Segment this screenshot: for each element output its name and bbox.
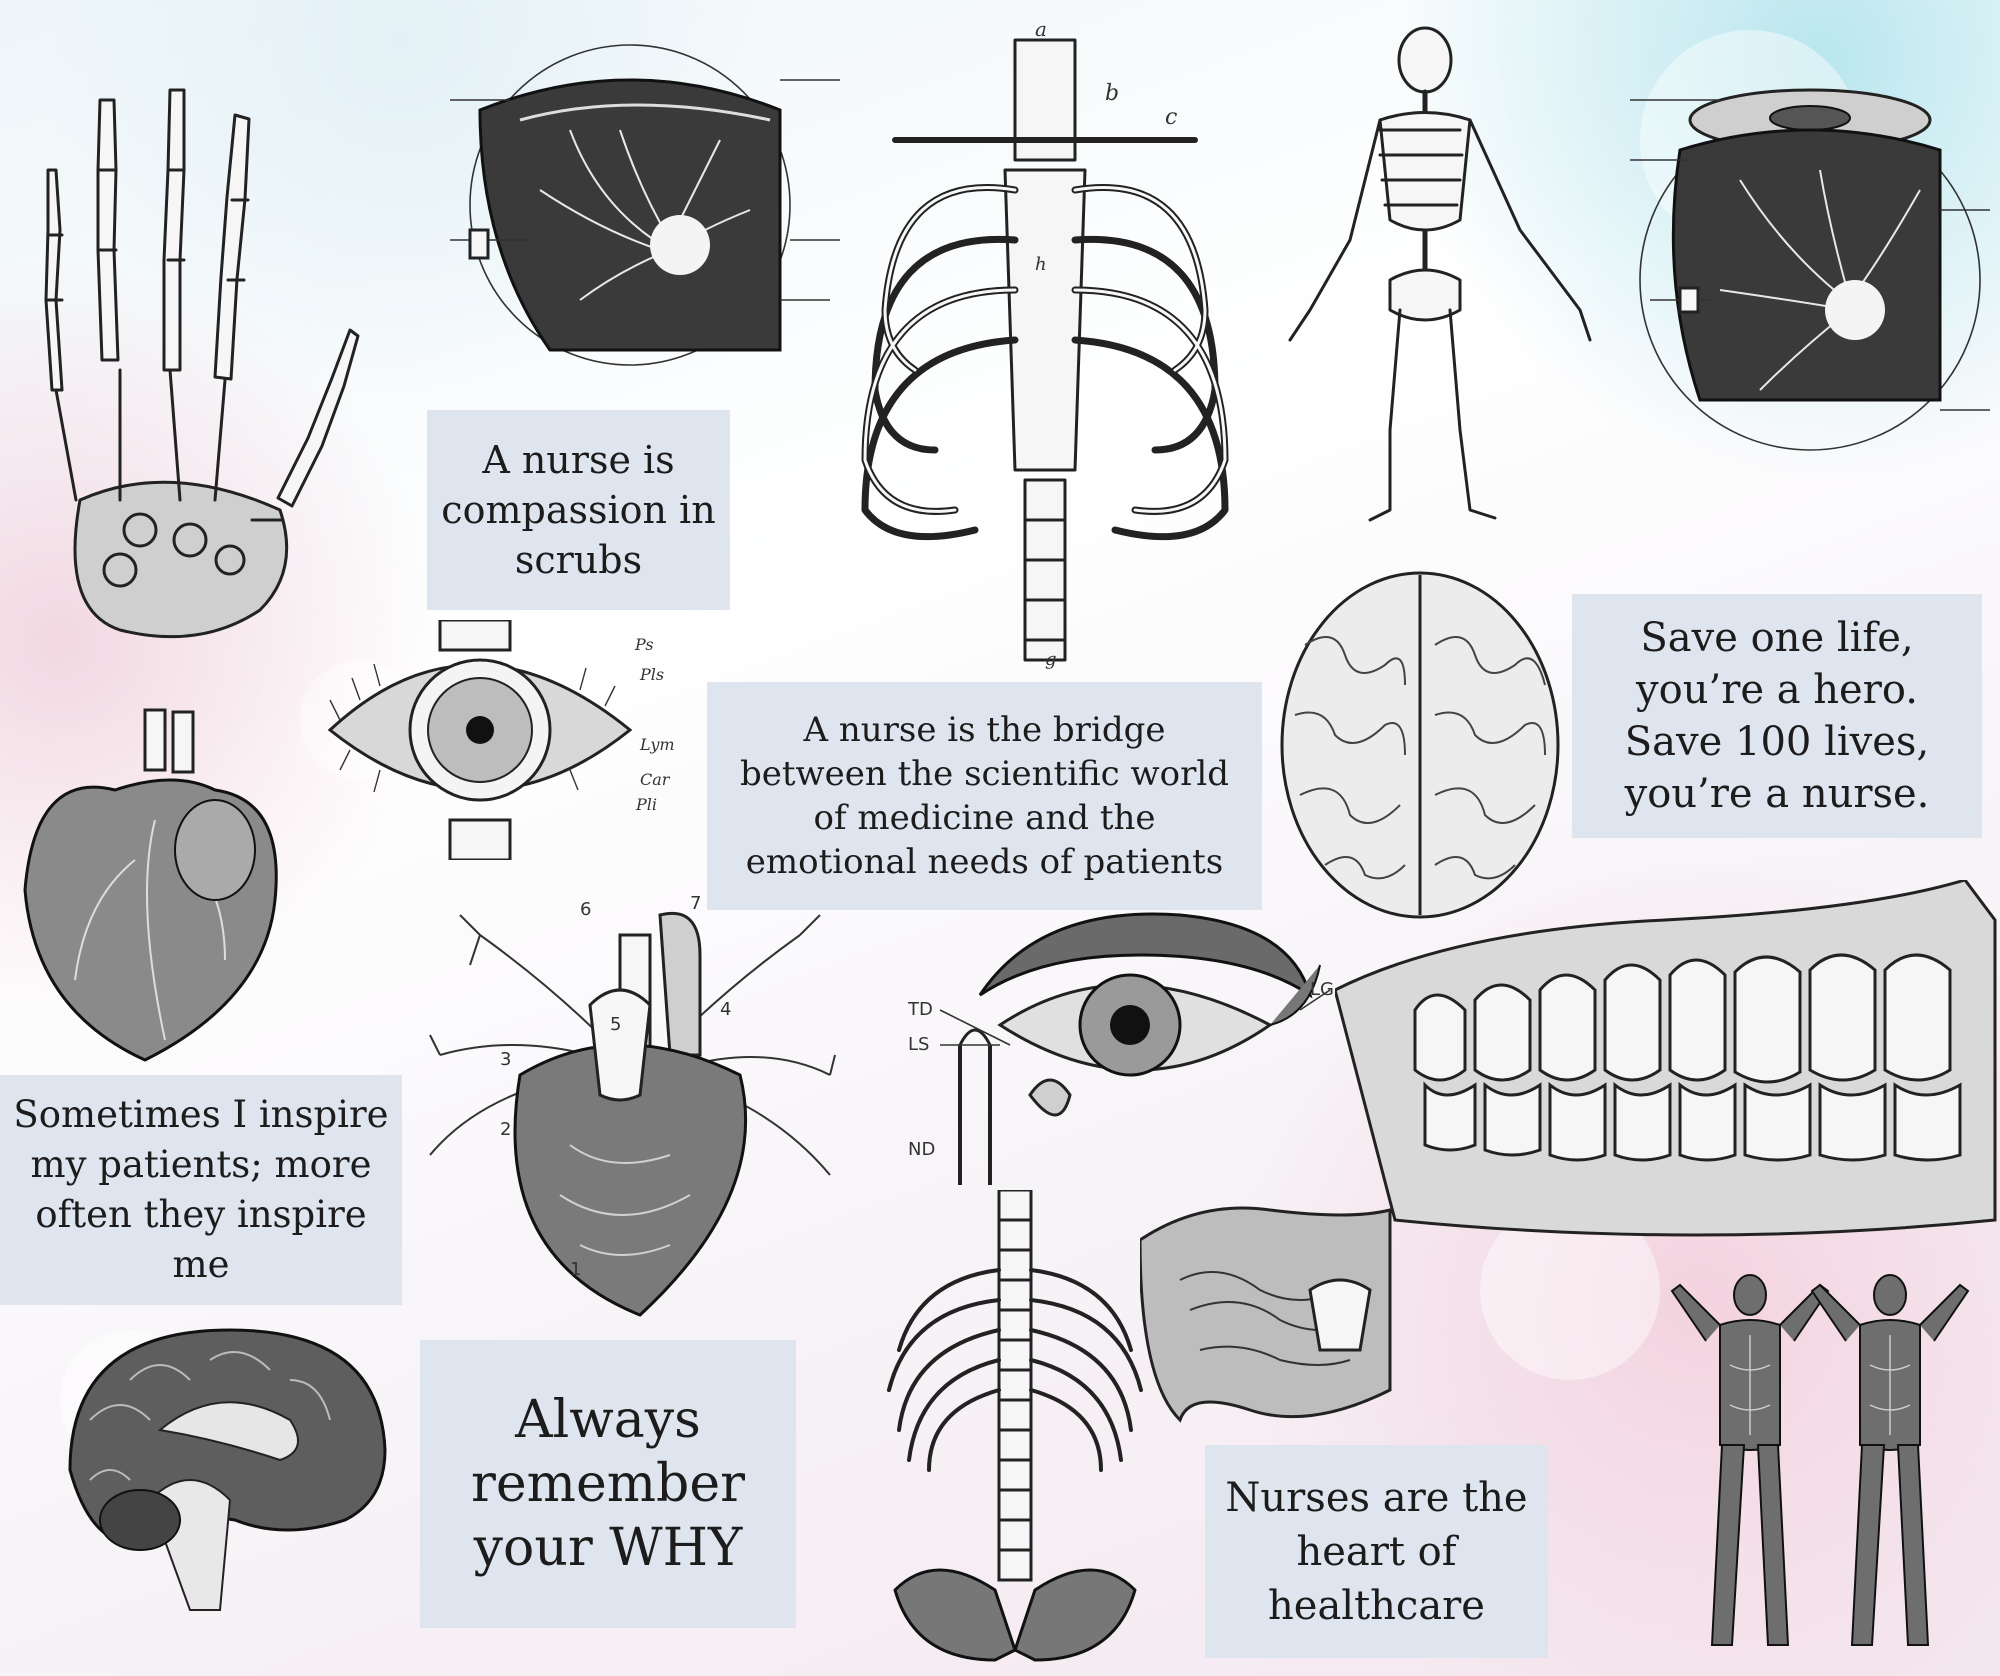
lacrimal-label-lg: LG xyxy=(1310,979,1334,1000)
lacrimal-label-ls: LS xyxy=(908,1034,929,1055)
eye-label-car: Car xyxy=(640,770,671,789)
lacrimal-eye-illustration: TD LS ND LG xyxy=(900,905,1350,1185)
lacrimal-eye-icon: TD LS ND LG xyxy=(907,912,1334,1185)
vascular-label-4: 4 xyxy=(720,999,731,1020)
nasal-cavity-icon xyxy=(1140,1206,1392,1423)
vascular-heart-illustration: 6 7 5 4 3 2 1 xyxy=(420,895,840,1335)
vascular-label-1: 1 xyxy=(570,1259,581,1280)
quote-nurses-heart-of-healthcare: Nurses are the heart of healthcare xyxy=(1205,1445,1548,1658)
eye-icon: Ps Pls Lym Car Pli xyxy=(327,620,675,860)
ribcage-label-a: a xyxy=(1035,20,1047,41)
brain-sagittal-icon xyxy=(68,1328,387,1611)
vascular-label-5: 5 xyxy=(610,1014,621,1035)
hand-skeleton-icon xyxy=(44,88,360,639)
vascular-label-3: 3 xyxy=(500,1049,511,1070)
eyeball-section-icon xyxy=(1630,88,1990,451)
ribcage-icon: a b c h g xyxy=(861,20,1229,670)
spine-pelvis-illustration xyxy=(875,1190,1155,1670)
ribcage-label-c: c xyxy=(1165,105,1177,130)
eyeball-cross-section xyxy=(420,40,850,370)
quote-always-remember-your-why: Always remember your WHY xyxy=(420,1340,796,1628)
anatomical-heart-illustration xyxy=(15,700,290,1070)
eye-label-lym: Lym xyxy=(639,735,675,754)
vascular-label-2: 2 xyxy=(500,1119,511,1140)
muscle-figures-icon xyxy=(1670,1274,1970,1646)
muscle-figures-illustration xyxy=(1660,1265,1980,1665)
eye-front-illustration: Ps Pls Lym Car Pli xyxy=(320,620,700,860)
quote-sometimes-i-inspire: Sometimes I inspire my patients; more of… xyxy=(0,1075,402,1305)
teeth-illustration xyxy=(1335,880,2000,1240)
brain-top-illustration xyxy=(1275,565,1565,925)
skeleton-icon xyxy=(1288,26,1592,522)
quote-save-one-life: Save one life, you’re a hero. Save 100 l… xyxy=(1572,594,1982,838)
quote-nurse-is-the-bridge: A nurse is the bridge between the scient… xyxy=(707,682,1262,910)
eyeball-cross-section-right xyxy=(1620,60,2000,480)
teeth-icon xyxy=(1335,880,1997,1237)
lacrimal-label-td: TD xyxy=(907,999,933,1020)
spine-pelvis-icon xyxy=(887,1190,1143,1662)
lacrimal-label-nd: ND xyxy=(908,1139,935,1160)
nasal-cavity-illustration xyxy=(1140,1200,1395,1430)
ribcage-label-g: g xyxy=(1045,649,1057,670)
ribcage-label-b: b xyxy=(1105,81,1119,106)
vascular-label-7: 7 xyxy=(690,895,701,914)
brain-top-icon xyxy=(1280,571,1560,919)
ribcage-label-h: h xyxy=(1035,254,1047,275)
vascular-heart-icon: 6 7 5 4 3 2 1 xyxy=(429,895,836,1317)
anatomical-heart-icon xyxy=(23,708,278,1062)
eye-label-pli: Pli xyxy=(635,795,657,814)
eyeball-section-icon xyxy=(450,44,840,366)
skeleton-illustration xyxy=(1280,20,1610,540)
eye-label-pls: Pls xyxy=(639,665,664,684)
hand-skeleton-illustration xyxy=(20,60,370,680)
eye-label-ps: Ps xyxy=(634,635,654,654)
vascular-label-6: 6 xyxy=(580,899,591,920)
ribcage-illustration: a b c h g xyxy=(855,20,1235,670)
quote-compassion-in-scrubs: A nurse is compassion in scrubs xyxy=(427,410,730,610)
brain-sagittal-illustration xyxy=(50,1320,390,1620)
